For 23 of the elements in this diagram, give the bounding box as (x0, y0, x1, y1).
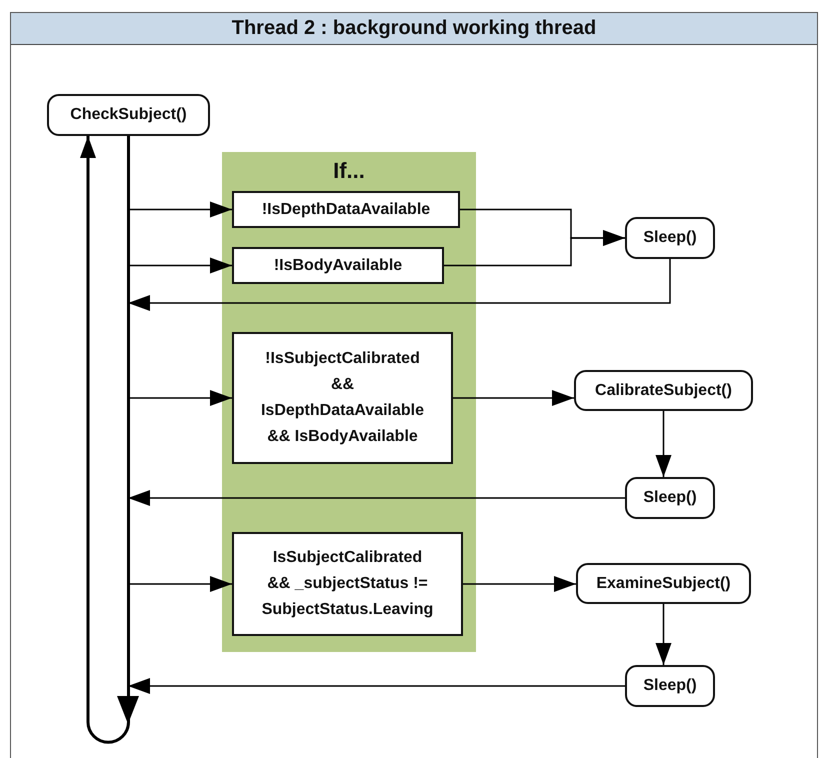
panel-heading: If... (332, 158, 366, 184)
condition-panel (222, 152, 476, 652)
function-box: CalibrateSubject() (574, 370, 753, 411)
condition-box: !IsBodyAvailable (232, 247, 444, 284)
condition-box: IsSubjectCalibrated && _subjectStatus != SubjectStatus.Leaving (232, 532, 463, 636)
function-box: ExamineSubject() (576, 563, 751, 604)
arrow (453, 390, 574, 406)
frame-header: Thread 2 : background working thread (11, 13, 817, 45)
return-arrow (128, 259, 671, 311)
loop-arrow (80, 136, 130, 743)
arrow (656, 604, 672, 665)
function-box: Sleep() (625, 217, 715, 259)
condition-box: !IsSubjectCalibrated && IsDepthDataAvailable && IsBodyAvailable (232, 332, 453, 464)
return-arrow (128, 678, 625, 694)
function-box: Sleep() (625, 477, 715, 519)
thread-frame (10, 12, 818, 758)
arrow (656, 411, 672, 477)
condition-box: !IsDepthDataAvailable (232, 191, 460, 228)
arrow (463, 576, 576, 592)
function-box: Sleep() (625, 665, 715, 707)
merge-arrow (444, 230, 625, 266)
return-arrow (128, 490, 625, 506)
function-box: CheckSubject() (47, 94, 210, 136)
